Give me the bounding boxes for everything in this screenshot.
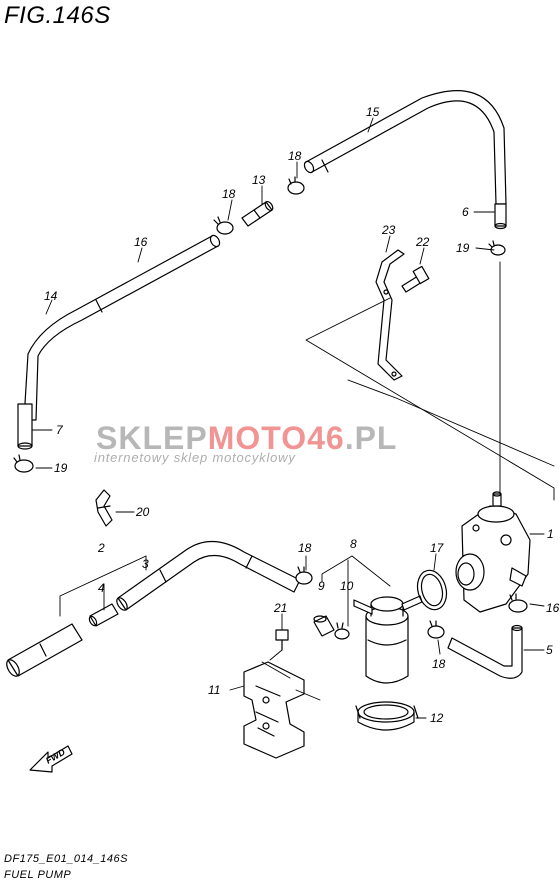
callout-19a: 19 — [456, 241, 470, 255]
part-7-hose-end[interactable] — [17, 403, 33, 450]
part-5-elbow-hose[interactable] — [447, 624, 523, 679]
part-18-clip-a[interactable] — [213, 216, 234, 235]
callout-14: 14 — [44, 289, 58, 303]
callout-1: 1 — [547, 527, 554, 541]
part-23-bracket[interactable] — [375, 249, 405, 381]
part-16-hose[interactable] — [23, 234, 221, 421]
leader-frame-8 — [321, 555, 391, 627]
callout-leaders — [31, 117, 545, 719]
callout-18b: 18 — [288, 149, 302, 163]
part-19-clip-b[interactable] — [13, 454, 34, 473]
reference-lines — [305, 261, 555, 501]
part-6-hose-end[interactable] — [494, 203, 507, 230]
callout-9: 9 — [318, 579, 325, 593]
callout-7: 7 — [56, 423, 64, 437]
part-11-bracket[interactable] — [243, 661, 305, 759]
leader-frame-2-3 — [59, 555, 147, 617]
callout-16b: 16 — [546, 601, 560, 615]
part-8-fuel-filter[interactable] — [353, 595, 423, 684]
footer-figure-name: FUEL PUMP — [4, 869, 72, 881]
watermark-brand-b: MOTO — [207, 420, 308, 456]
callout-18c: 18 — [298, 541, 312, 555]
figure-title: FIG.146S — [4, 2, 111, 29]
callout-13: 13 — [252, 173, 266, 187]
watermark-logo: SKLEPMOTO46.PL — [96, 420, 397, 457]
leader-frame-11 — [261, 661, 321, 701]
part-4-connector[interactable] — [88, 603, 119, 627]
part-10-clip[interactable] — [334, 622, 350, 640]
callout-22: 22 — [415, 235, 430, 249]
watermark-brand-a: SKLEP — [96, 420, 208, 456]
callout-15: 15 — [366, 105, 380, 119]
part-16-clip-b[interactable] — [508, 593, 528, 613]
callout-10: 10 — [340, 579, 354, 593]
watermark-tagline: internetowy sklep motocyklowy — [94, 450, 296, 465]
callout-17: 17 — [430, 541, 445, 555]
part-3-hose[interactable] — [115, 540, 301, 612]
part-1-fuel-pump[interactable] — [455, 491, 531, 613]
part-21-bolt[interactable] — [269, 629, 289, 661]
part-13-connector[interactable] — [241, 200, 274, 227]
part-12-band[interactable] — [355, 701, 419, 731]
callout-3: 3 — [142, 557, 149, 571]
callout-12: 12 — [430, 711, 444, 725]
part-22-bolt[interactable] — [401, 265, 430, 293]
callout-23: 23 — [381, 223, 396, 237]
callout-18a: 18 — [222, 187, 236, 201]
part-18-clip-c[interactable] — [295, 566, 313, 585]
part-20-clamp[interactable] — [95, 489, 113, 527]
fwd-arrow-icon — [29, 745, 73, 773]
part-2-hose[interactable] — [4, 623, 83, 678]
callout-20: 20 — [135, 505, 150, 519]
callout-5: 5 — [546, 643, 553, 657]
watermark-brand-c: 46 — [307, 420, 345, 456]
callout-18d: 18 — [432, 657, 446, 671]
footer-figure-code: DF175_E01_014_146S — [4, 853, 128, 865]
callout-16a: 16 — [134, 235, 148, 249]
watermark-brand-d: .PL — [344, 420, 398, 456]
part-19-clip-a[interactable] — [488, 240, 506, 256]
callout-2: 2 — [97, 541, 105, 555]
part-9-sleeve[interactable] — [313, 615, 335, 637]
callout-21: 21 — [273, 601, 287, 615]
callout-8: 8 — [350, 537, 357, 551]
part-17-o-ring[interactable] — [413, 567, 450, 613]
callout-6: 6 — [462, 205, 469, 219]
part-18-clip-d[interactable] — [427, 620, 445, 639]
part-18-clip-b[interactable] — [287, 176, 305, 195]
callout-19b: 19 — [54, 461, 68, 475]
callout-labels: 1 2 3 4 5 6 7 8 9 10 11 12 13 14 15 16 1… — [44, 105, 560, 725]
callout-11: 11 — [208, 683, 220, 697]
part-15-hose[interactable] — [303, 90, 507, 205]
callout-4: 4 — [98, 581, 105, 595]
